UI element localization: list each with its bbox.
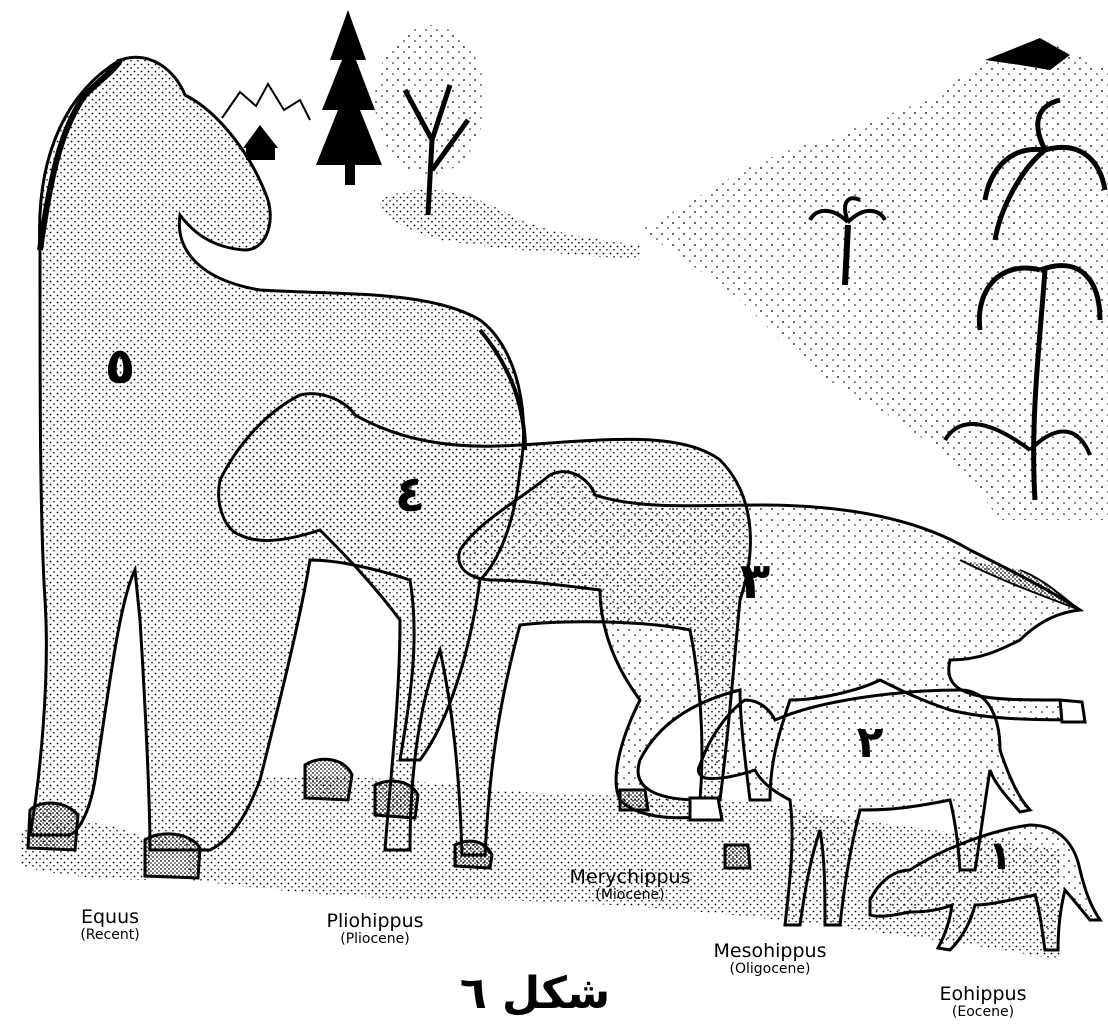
mesohippus-epoch: (Oligocene) — [695, 962, 845, 977]
pliohippus-name: Pliohippus — [305, 912, 445, 932]
bare-tree — [375, 25, 485, 215]
equus-name: Equus — [55, 908, 165, 928]
merychippus-number: ٣ — [720, 555, 790, 608]
pliohippus-number: ٤ — [380, 468, 440, 521]
pliohippus-epoch: (Pliocene) — [305, 932, 445, 947]
mountain-range — [640, 40, 1108, 520]
equus-label: Equus (Recent) — [55, 908, 165, 943]
far-hills — [380, 190, 640, 260]
equus-epoch: (Recent) — [55, 928, 165, 943]
pliohippus-label: Pliohippus (Pliocene) — [305, 912, 445, 947]
merychippus-name: Merychippus — [545, 868, 715, 888]
eohippus-label: Eohippus (Eocene) — [918, 985, 1048, 1020]
merychippus-label: Merychippus (Miocene) — [545, 868, 715, 903]
mesohippus-name: Mesohippus — [695, 942, 845, 962]
equus-number: ٥ — [90, 340, 150, 393]
eohippus-name: Eohippus — [918, 985, 1048, 1005]
merychippus-epoch: (Miocene) — [545, 888, 715, 903]
pine-tree — [316, 10, 382, 185]
mesohippus-label: Mesohippus (Oligocene) — [695, 942, 845, 977]
eohippus-epoch: (Eocene) — [918, 1005, 1048, 1020]
figure-caption: شكل ٦ — [455, 968, 615, 1019]
eohippus-number: ١ — [980, 835, 1020, 877]
mesohippus-number: ٢ — [845, 720, 895, 766]
